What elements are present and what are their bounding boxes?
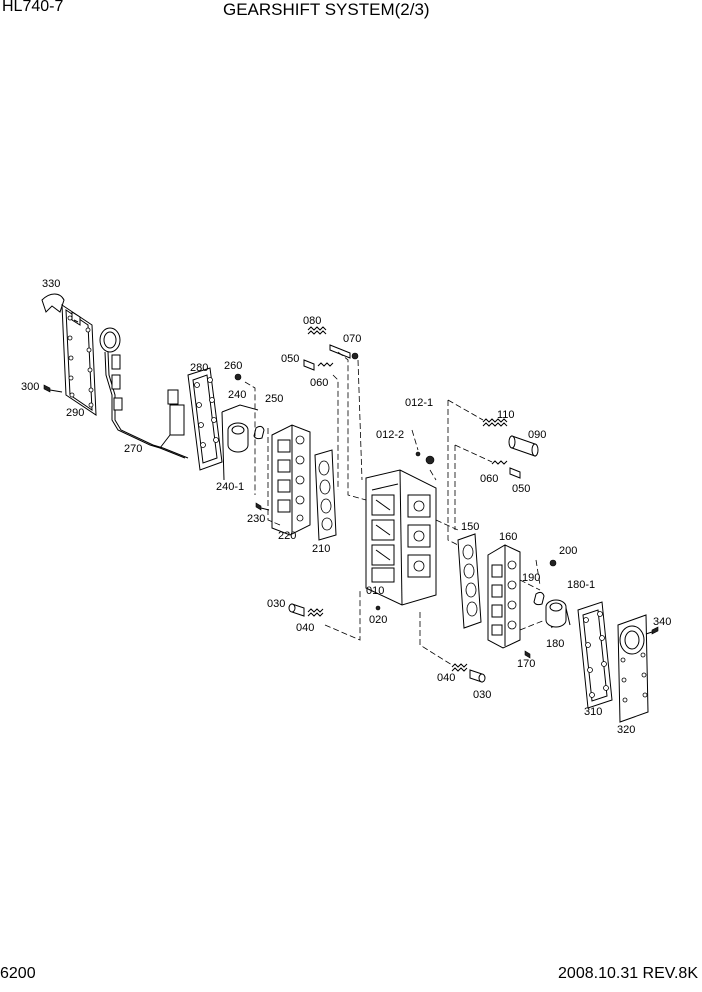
label-180-1: 180-1 [567,579,595,591]
label-040a: 040 [296,622,314,634]
gasket-150 [457,533,482,629]
main-valve-body-010 [365,469,437,606]
label-270: 270 [124,443,142,455]
label-160: 160 [499,531,517,543]
label-150: 150 [461,521,479,533]
model-code: HL740-7 [2,0,64,15]
screw-300 [43,384,63,393]
plug-012-1 [425,455,435,465]
label-080: 080 [303,315,321,327]
label-050b: 050 [512,483,530,495]
solenoid-240 [221,404,259,481]
solenoid-180 [545,599,571,629]
screw-340 [645,626,659,635]
label-180: 180 [546,638,564,650]
label-300: 300 [21,381,39,393]
cover-290 [41,293,97,416]
label-190: 190 [522,572,540,584]
ball-012-2 [415,451,421,457]
screw-230 [255,502,270,511]
plug-200 [549,559,557,567]
valve-090 [508,435,539,457]
label-090: 090 [528,429,546,441]
valve-070 [329,344,359,360]
label-030b: 030 [473,689,491,701]
spring-060a [317,362,334,367]
clip-250 [253,425,265,440]
label-260: 260 [224,360,242,372]
label-240: 240 [228,389,246,401]
label-340: 340 [653,616,671,628]
label-330: 330 [42,278,60,290]
spring-040b [451,663,468,672]
label-280: 280 [190,362,208,374]
spring-060b [491,460,508,465]
label-040b: 040 [437,672,455,684]
spring-080 [307,326,327,335]
plug-260 [234,373,242,381]
spring-110 [482,418,508,427]
plug-030b [469,669,486,683]
gasket-210 [314,449,337,541]
label-030a: 030 [267,598,285,610]
clip-190 [533,591,545,606]
label-250: 250 [265,393,283,405]
label-290: 290 [66,407,84,419]
valve-body-160 [487,544,521,649]
label-170: 170 [517,658,535,670]
label-320: 320 [617,724,635,736]
assembly-leader-lines [244,351,546,666]
page-number: 6200 [0,965,36,982]
page-title: GEARSHIFT SYSTEM(2/3) [223,0,430,19]
wiring-harness-270 [99,327,189,459]
plug-030a [288,603,305,617]
screw-170 [524,650,531,659]
spring-040a [307,608,324,617]
label-220: 220 [278,530,296,542]
label-060a: 060 [310,377,328,389]
label-012-1: 012-1 [405,397,433,409]
label-050a: 050 [281,353,299,365]
label-240-1: 240-1 [216,481,244,493]
label-230: 230 [247,513,265,525]
label-010: 010 [366,585,384,597]
label-310: 310 [584,706,602,718]
revision-date: 2008.10.31 REV.8K [558,965,698,982]
label-200: 200 [559,545,577,557]
label-070: 070 [343,333,361,345]
label-110: 110 [497,409,515,421]
gasket-280 [187,367,223,471]
cover-320 [617,614,649,723]
label-060b: 060 [480,473,498,485]
valve-body-220 [271,424,311,536]
ball-020 [375,605,381,611]
part-labels: 330 300 290 270 280 260 240 250 240-1 23… [21,278,671,736]
plug-050b [509,467,521,479]
gasket-310 [577,601,613,709]
plug-050a [303,359,315,371]
label-020: 020 [369,614,387,626]
label-012-2: 012-2 [376,429,404,441]
label-210: 210 [312,543,330,555]
